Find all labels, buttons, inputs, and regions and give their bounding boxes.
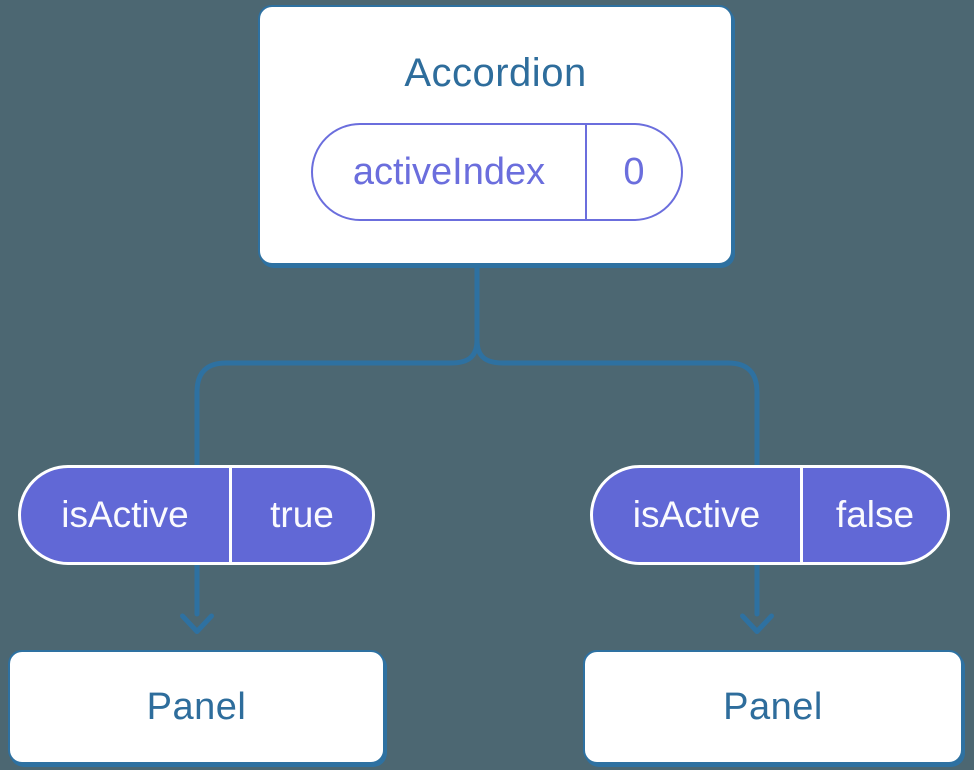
panel-title: Panel: [723, 685, 823, 728]
arrowhead-left-icon: [180, 613, 214, 634]
prop-pill-isactive-false: isActive false: [590, 465, 950, 565]
prop-pill-name: isActive: [632, 494, 761, 535]
panel-title: Panel: [146, 685, 247, 728]
state-pill-value: 0: [585, 125, 681, 219]
panel-card-right: Panel: [583, 650, 963, 764]
state-pill-name: activeIndex: [352, 150, 546, 193]
connector-branch-left: [194, 337, 480, 617]
arrowhead-right-icon: [740, 613, 774, 634]
state-pill-activeindex: activeIndex 0: [311, 123, 683, 221]
prop-pill-value: true: [229, 468, 372, 562]
accordion-title: Accordion: [404, 51, 587, 95]
prop-pill-value: false: [800, 468, 947, 562]
accordion-card: Accordion activeIndex 0: [258, 5, 733, 265]
panel-card-left: Panel: [8, 650, 385, 764]
connector-branch-right: [474, 337, 760, 617]
prop-pill-name: isActive: [61, 494, 189, 535]
prop-pill-isactive-true: isActive true: [18, 465, 375, 565]
